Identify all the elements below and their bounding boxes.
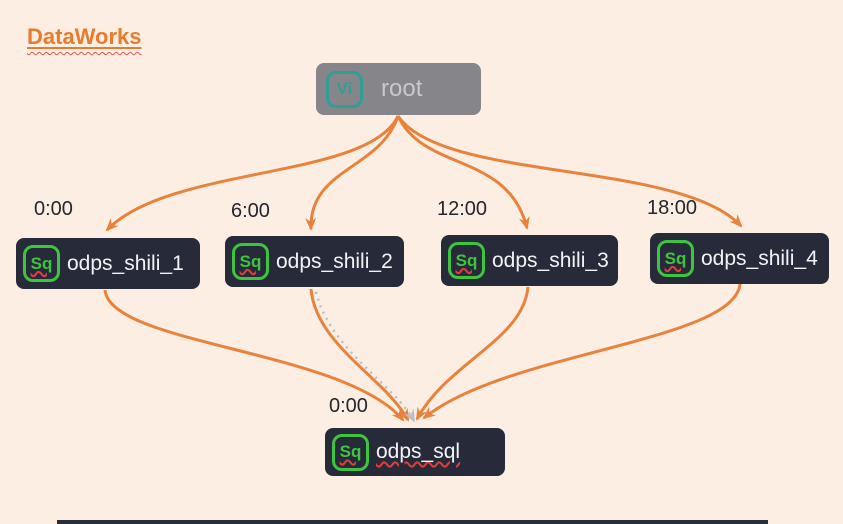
sql-icon-label: Sq [664,248,687,268]
node-label: root [381,75,423,102]
node-odps-shili-3[interactable]: Sq odps_shili_3 [441,235,618,286]
edge-root-odps-shili-2 [305,115,400,231]
edge-odps-shili-1-odps-sql [103,289,405,422]
sql-icon-label: Sq [30,253,53,273]
node-label: odps_shili_3 [492,248,609,272]
edge-root-odps-shili-1 [105,115,400,232]
ghost-edge-odps-sql [314,291,416,423]
node-root[interactable]: Vi root [316,63,481,115]
sql-node-type-icon: Sq [332,433,369,471]
time-label-odps-shili-2: 6:00 [231,200,270,222]
node-odps-sql[interactable]: Sq odps_sql [325,428,505,476]
time-label-odps-shili-4: 18:00 [647,197,698,219]
sql-icon-label: Sq [339,442,362,461]
time-label-odps-shili-1: 0:00 [34,198,73,220]
sql-node-type-icon: Sq [23,245,60,282]
node-odps-shili-1[interactable]: Sq odps_shili_1 [16,238,200,289]
edge-odps-shili-2-odps-sql [309,288,410,422]
page-title: DataWorks [27,24,142,50]
edge-odps-shili-4-odps-sql [422,283,742,420]
node-label: odps_shili_4 [701,246,818,270]
sql-icon-label: Sq [455,250,478,270]
edge-root-odps-shili-3 [396,115,530,230]
node-label: odps_shili_1 [67,251,184,275]
sql-icon-label: Sq [239,251,262,271]
node-odps-shili-4[interactable]: Sq odps_shili_4 [650,233,829,284]
sql-node-type-icon: Sq [232,243,269,280]
page-title-text: DataWorks [27,24,142,49]
node-label: odps_shili_2 [276,249,393,273]
edge-root-odps-shili-4 [396,115,743,228]
node-label: odps_sql [376,440,461,463]
vi-icon-label: Vi [336,79,353,98]
time-label-odps-sql: 0:00 [329,395,368,417]
edge-odps-shili-3-odps-sql [415,286,530,421]
vi-node-type-icon: Vi [326,70,363,108]
sql-node-type-icon: Sq [448,242,485,279]
node-odps-shili-2[interactable]: Sq odps_shili_2 [225,236,404,287]
clipped-node-edge [57,520,768,524]
time-label-odps-shili-3: 12:00 [437,198,488,220]
sql-node-type-icon: Sq [657,240,694,277]
